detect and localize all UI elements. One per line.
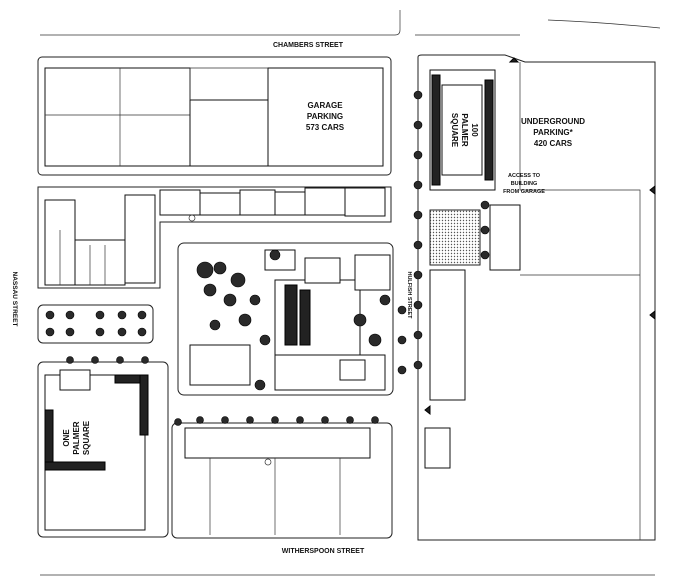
garage-label: GARAGE PARKING 573 CARS xyxy=(306,101,345,132)
garage-label-line-1: GARAGE xyxy=(307,101,343,110)
garage-label-line-2: PARKING xyxy=(307,112,343,121)
street-nassau: NASSAU STREET xyxy=(11,272,18,327)
garage-block xyxy=(37,56,392,176)
street-edges xyxy=(40,10,661,576)
middle-left-block xyxy=(37,186,392,289)
access-label: ACCESS TO BUILDING FROM GARAGE xyxy=(503,173,545,195)
one-palmer-label: ONE PALMER SQUARE xyxy=(62,420,91,455)
right-block xyxy=(397,54,656,541)
access-label-line-1: ACCESS TO xyxy=(508,173,541,179)
hundred-palmer-label: 100 PALMER SQUARE xyxy=(450,113,479,148)
underground-label-line-2: PARKING* xyxy=(533,128,573,137)
strip-block xyxy=(37,304,154,344)
bottom-center-block xyxy=(171,416,393,539)
underground-label: UNDERGROUND PARKING* 420 CARS xyxy=(521,117,585,148)
one-palmer-block xyxy=(37,356,169,538)
one-palmer-line-3: SQUARE xyxy=(82,420,91,455)
one-palmer-line-1: ONE xyxy=(62,429,71,447)
garage-label-line-3: 573 CARS xyxy=(306,123,345,132)
access-label-line-3: FROM GARAGE xyxy=(503,189,545,195)
hundred-palmer-line-1: 100 xyxy=(470,123,479,137)
street-chambers: CHAMBERS STREET xyxy=(273,42,344,49)
underground-label-line-3: 420 CARS xyxy=(534,139,573,148)
hundred-palmer-line-3: SQUARE xyxy=(450,113,459,148)
street-witherspoon: WITHERSPOON STREET xyxy=(282,548,365,555)
witherspoon-trees xyxy=(174,416,379,426)
access-label-line-2: BUILDING xyxy=(511,181,538,187)
hulfish-trees xyxy=(397,90,490,375)
central-block xyxy=(177,242,394,396)
one-palmer-line-2: PALMER xyxy=(72,421,81,454)
hundred-palmer-line-2: PALMER xyxy=(460,113,469,146)
street-hulfish: HULFISH STREET xyxy=(406,271,412,319)
underground-label-line-1: UNDERGROUND xyxy=(521,117,585,126)
